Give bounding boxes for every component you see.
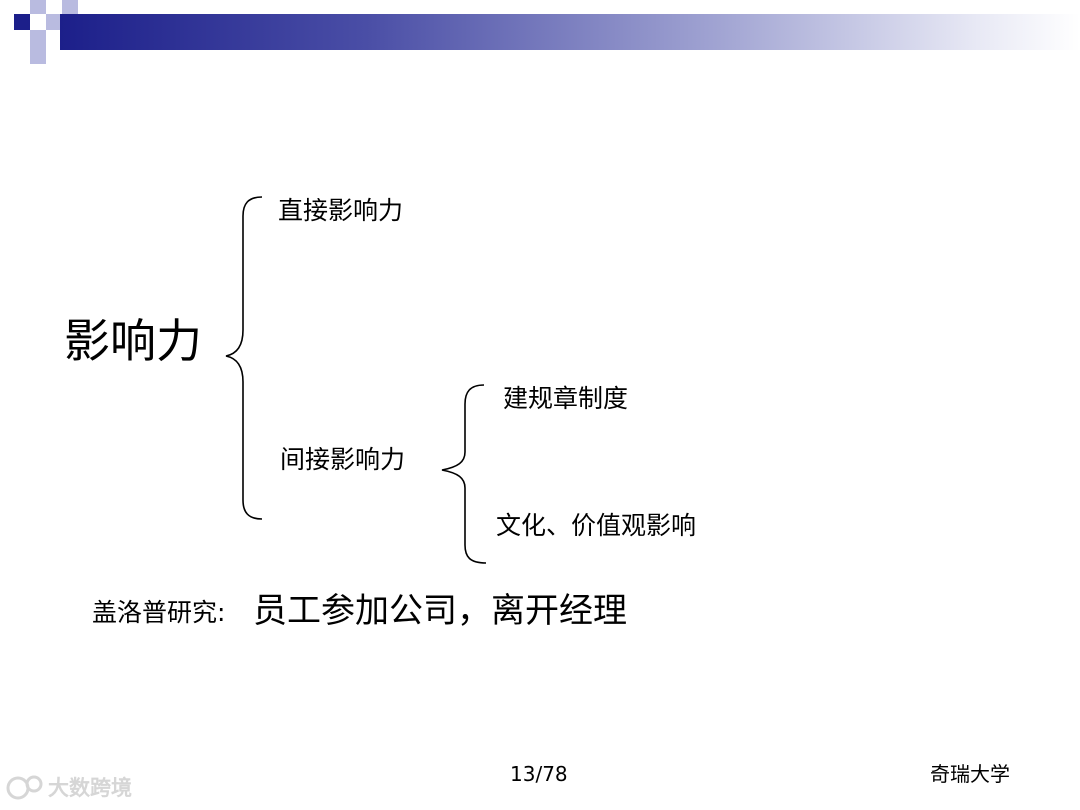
gallup-research-finding: 员工参加公司，离开经理	[253, 591, 627, 631]
watermark-text: 大数跨境	[48, 776, 132, 800]
main-term-influence: 影响力	[64, 314, 202, 368]
watermark-logo-icon	[6, 775, 43, 800]
subitem-rules: 建规章制度	[503, 384, 629, 413]
page-number: 13/78	[510, 762, 568, 786]
gallup-research-label: 盖洛普研究:	[92, 598, 226, 627]
branch-indirect-influence: 间接影响力	[280, 445, 406, 474]
branch-direct-influence: 直接影响力	[278, 196, 404, 225]
subitem-culture-values: 文化、价值观影响	[496, 511, 697, 540]
header-gradient-bar	[60, 14, 1080, 50]
main-brace	[225, 196, 263, 520]
indirect-brace	[441, 384, 487, 564]
organization-name: 奇瑞大学	[930, 762, 1010, 786]
